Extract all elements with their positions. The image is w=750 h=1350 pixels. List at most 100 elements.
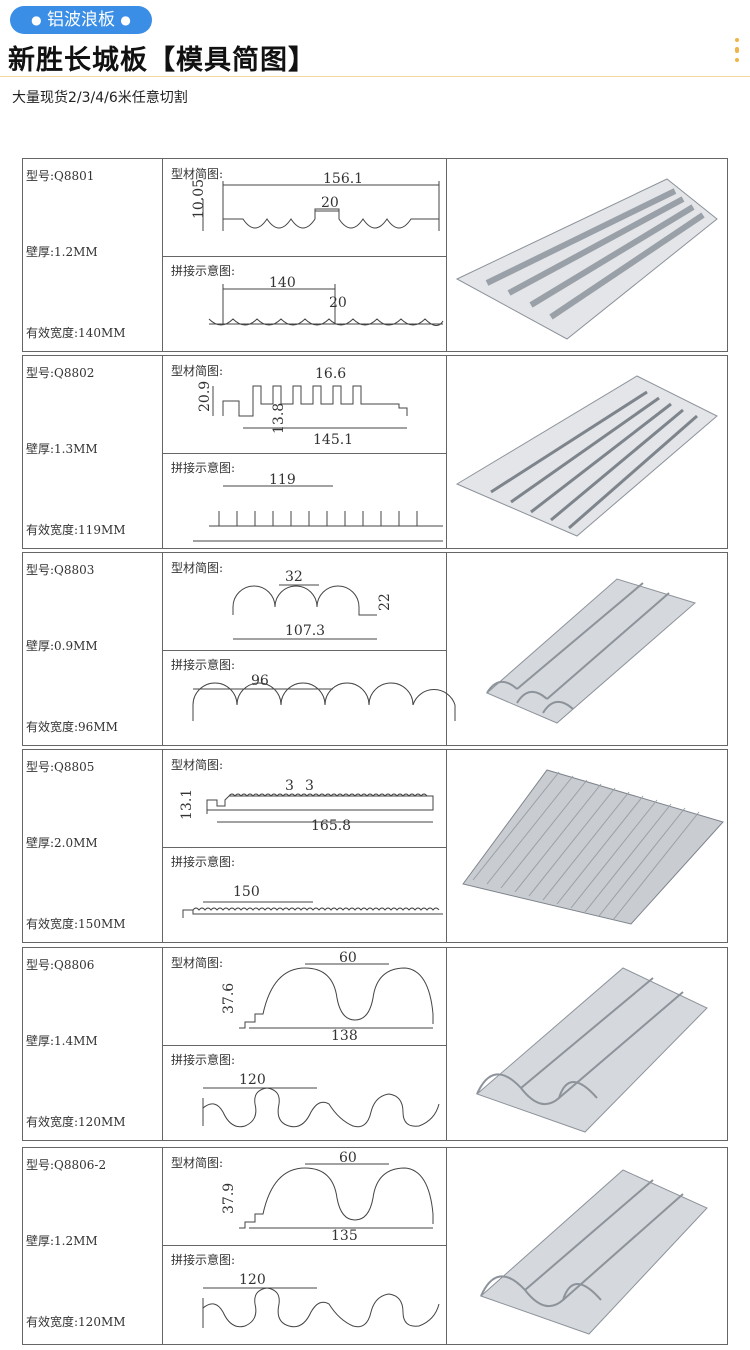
product-panel-q8803: 型号:Q8803 壁厚:0.9MM 有效宽度:96MM 型材简图: 拼接示意图:…	[22, 552, 728, 746]
spec-column: 型号:Q8803 壁厚:0.9MM 有效宽度:96MM	[23, 553, 163, 745]
dimension-label: 10.05	[191, 179, 207, 219]
spec-column: 型号:Q8805 壁厚:2.0MM 有效宽度:150MM	[23, 750, 163, 942]
dimension-label: 37.9	[221, 1183, 237, 1214]
diagram-divider	[163, 1045, 446, 1046]
decorative-dots-icon	[733, 38, 741, 67]
diagram-divider	[163, 256, 446, 257]
dimension-label: 16.6	[315, 366, 346, 382]
profile-diagram-title: 型材简图:	[171, 364, 224, 378]
page-subtitle: 大量现货2/3/4/6米任意切割	[12, 90, 188, 106]
profile-drawing: 3 3 13.1 165.8 150	[179, 778, 443, 918]
effective-width-label: 有效宽度:150MM	[26, 917, 126, 931]
diagram-column: 型材简图: 拼接示意图: 3 3 13.1 165.8 150	[163, 750, 447, 942]
joint-diagram-title: 拼接示意图:	[171, 1253, 236, 1267]
thickness-label: 壁厚:1.3MM	[26, 442, 98, 456]
joint-diagram-title: 拼接示意图:	[171, 855, 236, 869]
spec-column: 型号:Q8806 壁厚:1.4MM 有效宽度:120MM	[23, 948, 163, 1140]
diagram-column: 型材简图: 拼接示意图: 156.1 10.05 20 140 20	[163, 159, 447, 351]
effective-width-label: 有效宽度:120MM	[26, 1115, 126, 1129]
dimension-label: 60	[339, 1150, 357, 1166]
product-panel-q8802: 型号:Q8802 壁厚:1.3MM 有效宽度:119MM 型材简图: 拼接示意图…	[22, 355, 728, 549]
spec-column: 型号:Q8802 壁厚:1.3MM 有效宽度:119MM	[23, 356, 163, 548]
product-image	[447, 948, 729, 1140]
profile-drawing: 60 37.9 135 120	[202, 1150, 440, 1328]
dimension-label: 20.9	[197, 381, 213, 412]
profile-drawing: 32 22 107.3 96	[192, 569, 456, 721]
dimension-label: 3	[305, 778, 314, 794]
spec-column: 型号:Q8801 壁厚:1.2MM 有效宽度:140MM	[23, 159, 163, 351]
model-label: 型号:Q8806-2	[26, 1158, 107, 1172]
page-title: 新胜长城板【模具简图】	[8, 45, 316, 76]
dimension-label: 120	[239, 1072, 266, 1088]
dimension-label: 138	[331, 1028, 358, 1044]
product-image	[447, 356, 729, 548]
profile-diagram-title: 型材简图:	[171, 956, 224, 970]
category-pill: ● 铝波浪板 ●	[10, 6, 152, 34]
effective-width-label: 有效宽度:96MM	[26, 720, 118, 734]
model-label: 型号:Q8805	[26, 760, 95, 774]
effective-width-label: 有效宽度:119MM	[26, 523, 126, 537]
dimension-label: 22	[377, 593, 393, 611]
model-label: 型号:Q8803	[26, 563, 95, 577]
joint-diagram-title: 拼接示意图:	[171, 264, 236, 278]
triple-wave-render	[486, 578, 697, 724]
model-label: 型号:Q8802	[26, 366, 95, 380]
dimension-label: 13.8	[271, 403, 287, 434]
diagram-divider	[163, 650, 446, 651]
product-panel-q8801: 型号:Q8801 壁厚:1.2MM 有效宽度:140MM 型材简图: 拼接示意图…	[22, 158, 728, 352]
joint-diagram-title: 拼接示意图:	[171, 1053, 236, 1067]
diagram-column: 型材简图: 拼接示意图: 16.6 20.9 13.8 145.1 119	[163, 356, 447, 548]
effective-width-label: 有效宽度:120MM	[26, 1315, 126, 1329]
profile-diagram-title: 型材简图:	[171, 167, 224, 181]
dimension-label: 140	[269, 275, 296, 291]
dimension-label: 60	[339, 950, 357, 966]
model-label: 型号:Q8806	[26, 958, 95, 972]
product-panel-q8806: 型号:Q8806 壁厚:1.4MM 有效宽度:120MM 型材简图: 拼接示意图…	[22, 947, 728, 1141]
dimension-label: 96	[251, 673, 269, 689]
double-wave-render	[480, 1169, 708, 1335]
thickness-label: 壁厚:2.0MM	[26, 836, 98, 850]
profile-diagram-title: 型材简图:	[171, 561, 224, 575]
dimension-label: 20	[329, 295, 347, 311]
dimension-label: 20	[321, 195, 339, 211]
product-image	[447, 1148, 729, 1344]
dimension-label: 156.1	[323, 171, 363, 187]
dimension-label: 3	[285, 778, 294, 794]
product-image	[447, 553, 729, 745]
dimension-label: 120	[239, 1272, 266, 1288]
product-panel-q8806-2: 型号:Q8806-2 壁厚:1.2MM 有效宽度:120MM 型材简图: 拼接示…	[22, 1147, 728, 1345]
ribbed-sheet-render	[462, 769, 724, 925]
profile-diagram-title: 型材简图:	[171, 758, 224, 772]
dimension-label: 135	[331, 1228, 358, 1244]
product-image	[447, 750, 729, 942]
dimension-label: 165.8	[311, 818, 351, 834]
thickness-label: 壁厚:1.2MM	[26, 1234, 98, 1248]
dimension-label: 32	[285, 569, 303, 585]
diagram-divider	[163, 847, 446, 848]
bullet-icon: ●	[31, 13, 42, 27]
profile-drawing: 60 37.6 138 120	[202, 950, 440, 1128]
dimension-label: 13.1	[179, 789, 195, 820]
model-label: 型号:Q8801	[26, 169, 95, 183]
dimension-label: 145.1	[313, 432, 353, 448]
dimension-label: 107.3	[285, 623, 325, 639]
profile-drawing: 156.1 10.05 20 140 20	[191, 171, 444, 326]
thickness-label: 壁厚:1.4MM	[26, 1034, 98, 1048]
double-wave-render	[476, 967, 708, 1133]
bullet-icon: ●	[120, 13, 131, 27]
fin-sheet-render	[455, 375, 718, 537]
effective-width-label: 有效宽度:140MM	[26, 326, 126, 340]
profile-diagram-title: 型材简图:	[171, 1156, 224, 1170]
dimension-label: 150	[233, 884, 260, 900]
profile-drawing: 16.6 20.9 13.8 145.1 119	[193, 366, 443, 542]
diagram-column: 型材简图: 拼接示意图: 60 37.6 138 120	[163, 948, 447, 1140]
joint-diagram-title: 拼接示意图:	[171, 461, 236, 475]
joint-diagram-title: 拼接示意图:	[171, 658, 236, 672]
thickness-label: 壁厚:0.9MM	[26, 639, 98, 653]
diagram-divider	[163, 453, 446, 454]
diagram-column: 型材简图: 拼接示意图: 32 22 107.3 96	[163, 553, 456, 745]
corrugated-sheet-render	[455, 178, 718, 340]
header-divider	[0, 76, 750, 77]
diagram-column: 型材简图: 拼接示意图: 60 37.9 135 120	[163, 1148, 447, 1344]
category-label: 铝波浪板	[47, 10, 115, 30]
